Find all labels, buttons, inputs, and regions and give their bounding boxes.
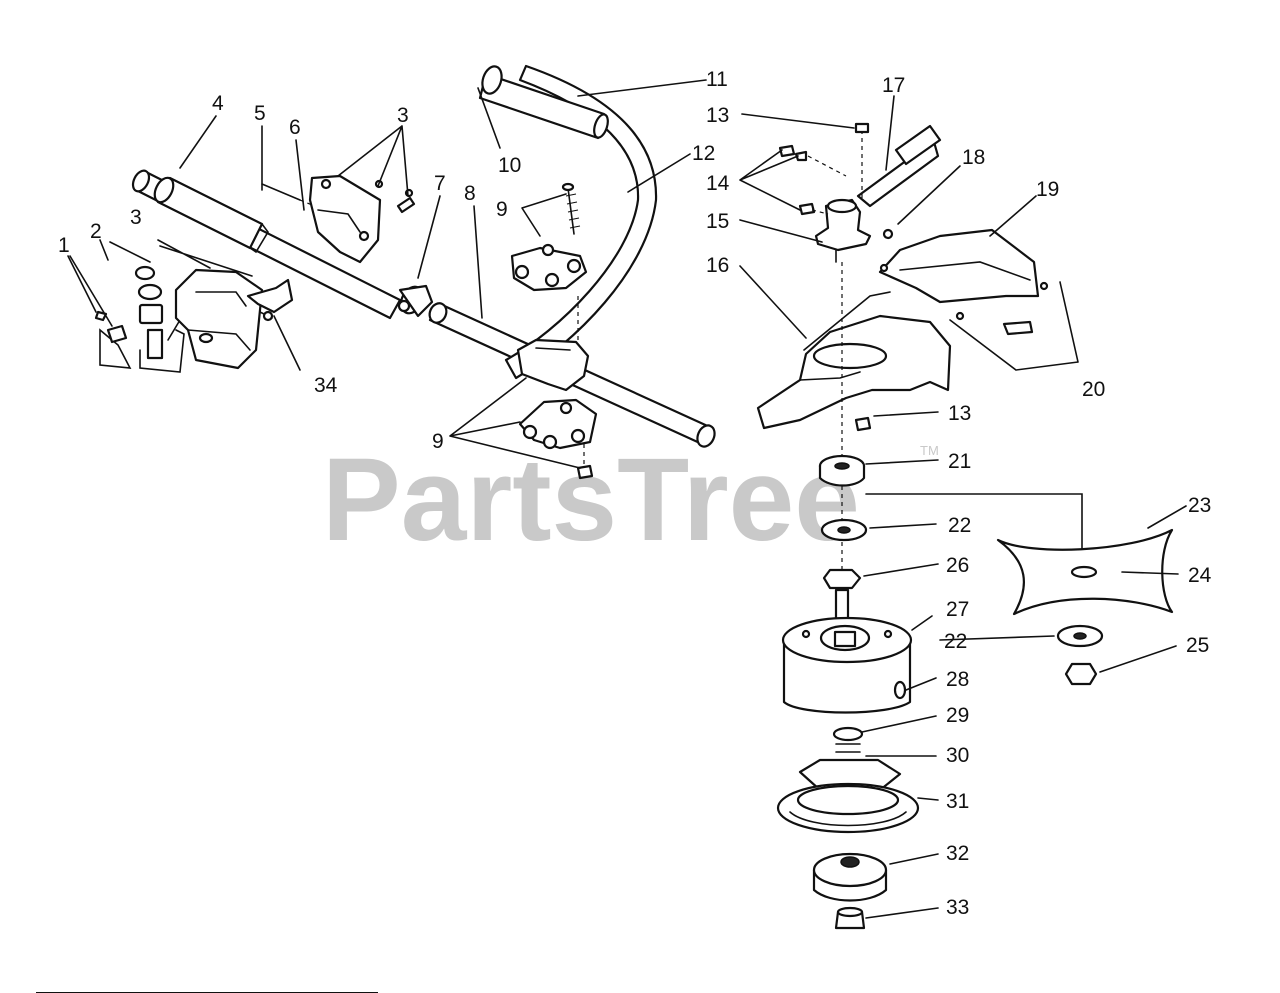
spool-part: [776, 758, 920, 834]
callout-1: 1: [58, 234, 70, 257]
gearhead-part: [814, 122, 942, 263]
callout-20: 20: [1082, 378, 1105, 401]
callout-17: 17: [882, 74, 905, 97]
callout-6: 6: [289, 116, 301, 139]
callout-9: 9: [496, 198, 508, 221]
callout-25: 25: [1186, 634, 1209, 657]
spool-cover-part: [812, 852, 888, 902]
callout-21: 21: [948, 450, 971, 473]
handle-clamp-upper-part: [510, 182, 588, 292]
shaft-tube-part: [131, 169, 434, 320]
callout-26: 26: [946, 554, 969, 577]
callout-3: 3: [397, 104, 409, 127]
ignition-wire-part: [94, 310, 132, 369]
callout-29: 29: [946, 704, 969, 727]
handle-clamp-lower-part: [518, 398, 598, 480]
callout-3: 3: [130, 206, 142, 229]
watermark-trademark: TM: [920, 443, 939, 458]
guard-shield-part: [756, 291, 952, 430]
callout-13: 13: [706, 104, 729, 127]
blade-alignment-line: [865, 493, 1083, 571]
callout-13: 13: [948, 402, 971, 425]
callout-2: 2: [90, 220, 102, 243]
gear-bolts-part: [778, 144, 894, 240]
callout-28: 28: [946, 668, 969, 691]
callout-5: 5: [254, 102, 266, 125]
leader-lines: [67, 79, 1187, 919]
callout-32: 32: [946, 842, 969, 865]
callout-31: 31: [946, 790, 969, 813]
bump-knob-part: [834, 906, 866, 930]
screw-6-path: [299, 199, 313, 206]
callout-11: 11: [706, 68, 728, 91]
upper-clamp-part: [308, 174, 416, 264]
bearing-21-part: [818, 454, 866, 487]
callout-8: 8: [464, 182, 476, 205]
callout-labels: 1 2 3 3 4 5 6 7 8 9 9 10 11 12 13 13 14 …: [58, 68, 1212, 919]
callout-15: 15: [706, 210, 729, 233]
trimmer-head-part: [781, 616, 913, 714]
callout-4: 4: [212, 92, 224, 115]
callout-22: 22: [944, 630, 967, 653]
callout-19: 19: [1036, 178, 1059, 201]
callout-18: 18: [962, 146, 985, 169]
blade-nut-part: [1064, 662, 1098, 686]
screw-5-part: [261, 183, 301, 201]
callout-22: 22: [948, 514, 971, 537]
callout-14: 14: [706, 172, 730, 195]
throttle-housing-part: [174, 268, 264, 370]
throttle-trigger-part: [246, 278, 294, 322]
callout-27: 27: [946, 598, 969, 621]
nut-13-part: [854, 416, 872, 432]
callout-23: 23: [1188, 494, 1211, 517]
callout-10: 10: [498, 154, 521, 177]
callout-30: 30: [946, 744, 969, 767]
spring-part: [832, 726, 864, 769]
callout-33: 33: [946, 896, 969, 919]
callout-9: 9: [432, 430, 444, 453]
callout-12: 12: [692, 142, 715, 165]
callout-16: 16: [706, 254, 729, 277]
callout-24: 24: [1188, 564, 1212, 587]
blade-part: [996, 528, 1174, 616]
adapter-nut-part: [822, 568, 862, 622]
callout-7: 7: [434, 172, 446, 195]
watermark-brand: PartsTree: [322, 434, 860, 566]
guard-extension-part: [878, 228, 1049, 336]
washer-22b-part: [1056, 624, 1104, 648]
handle-clamp-body-part: [516, 296, 590, 392]
callout-34: 34: [314, 374, 338, 397]
washer-22-part: [820, 518, 868, 542]
